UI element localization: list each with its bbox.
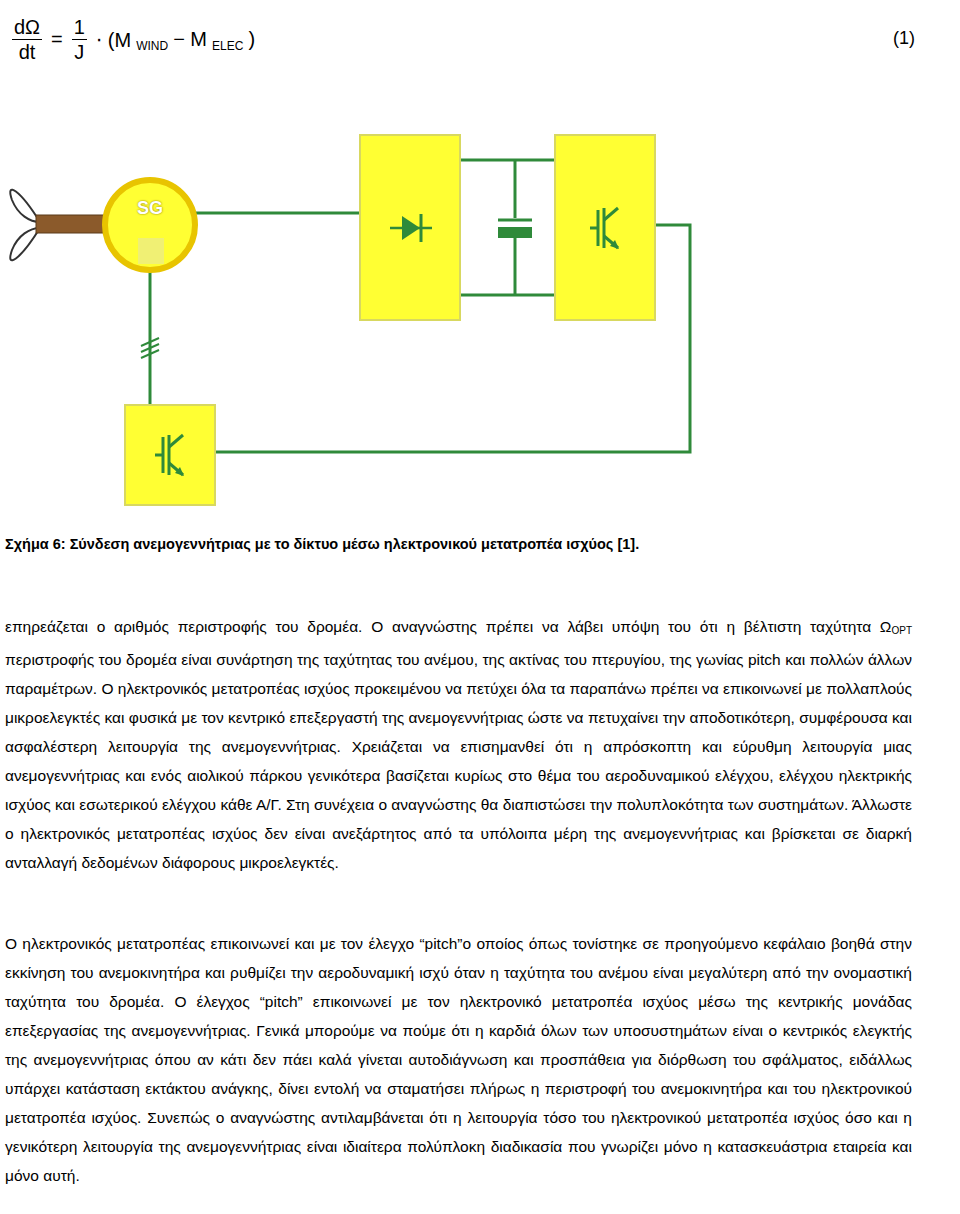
figure-caption: Σχήμα 6: Σύνδεση ανεμογεννήτριας με το δ… (5, 536, 915, 552)
rotor-blades (10, 190, 108, 261)
equation: dΩdt = 1J ⋅ (M WIND − M ELEC) (8, 16, 260, 63)
fraction: 1J (72, 16, 87, 63)
generator-circle (105, 180, 195, 270)
equals-sign: = (51, 28, 63, 51)
subscript: OPT (891, 625, 912, 636)
converter-illustration (0, 0, 960, 530)
bracket: ) (248, 28, 255, 51)
denominator: J (74, 40, 84, 63)
equation-number: (1) (893, 28, 915, 49)
torque-symbol: ⋅ (M (96, 28, 131, 52)
denominator: dt (19, 40, 36, 63)
body-paragraph: Ο ηλεκτρονικός μετατροπέας επικοινωνεί κ… (5, 929, 912, 1190)
fraction: dΩdt (12, 16, 42, 63)
torque-symbol: − M (173, 28, 207, 51)
numerator: 1 (72, 16, 87, 40)
rectifier-box (360, 135, 460, 320)
dc-capacitor (498, 220, 532, 238)
paragraph-text: περιστροφής του δρομέα είναι συνάρτηση τ… (5, 651, 912, 871)
three-phase-mark (141, 338, 159, 358)
generator-label: SG (137, 198, 163, 219)
subscript: ELEC (212, 39, 243, 53)
subscript: WIND (136, 39, 168, 53)
numerator: dΩ (12, 16, 42, 40)
body-paragraph: επηρεάζεται ο αριθμός περιστροφής του δρ… (5, 612, 912, 877)
inverter-box (555, 135, 655, 320)
paragraph-text: επηρεάζεται ο αριθμός περιστροφής του δρ… (5, 618, 891, 635)
grid-inverter-box (125, 405, 215, 505)
generator-node: SG (120, 193, 180, 223)
paragraph-text: Ο ηλεκτρονικός μετατροπέας επικοινωνεί κ… (5, 935, 912, 1184)
